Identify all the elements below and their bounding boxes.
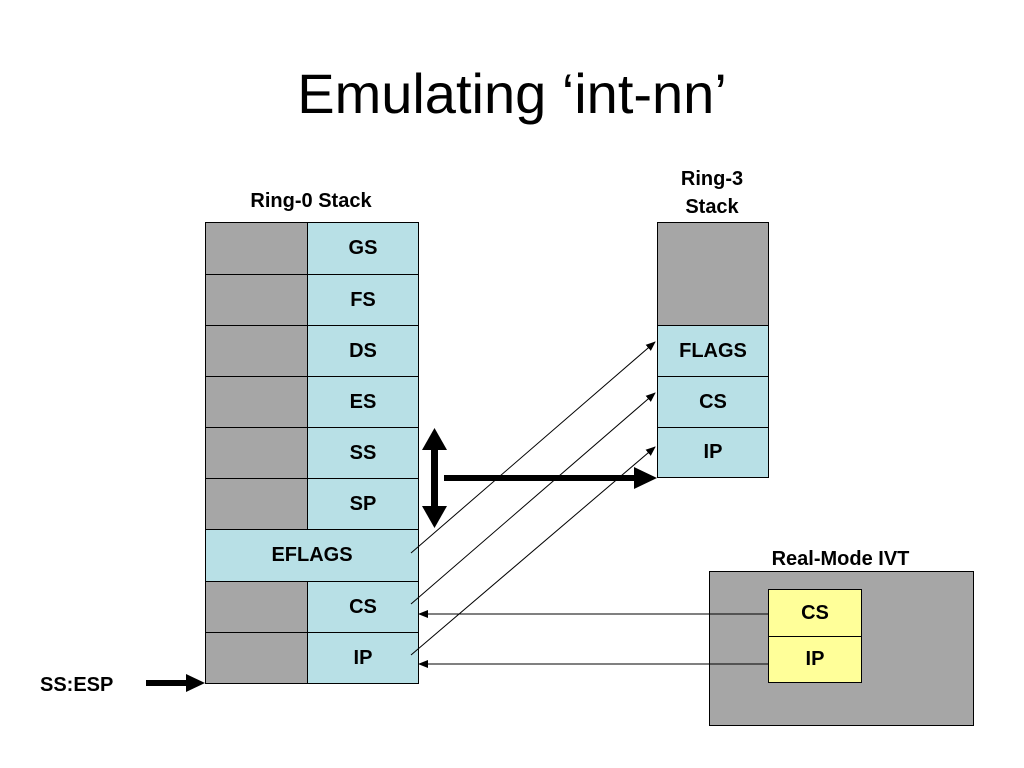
ring0-row-eflags: EFLAGS	[206, 529, 418, 581]
ring0-row-ip: IP	[206, 632, 418, 683]
ring0-row-sp-label: SP	[308, 479, 418, 529]
ring3-row-cs-label: CS	[658, 377, 768, 427]
ss-esp-label: SS:ESP	[40, 674, 114, 696]
ring0-row-cs-label: CS	[308, 582, 418, 632]
ring0-stack-heading: Ring-0 Stack	[250, 190, 372, 212]
ring0-row-fs-label: FS	[308, 275, 418, 325]
ring0-row-gs: GS	[206, 223, 418, 274]
arrow-eflags-to-flags	[410, 341, 656, 554]
ring3-row-empty	[658, 223, 768, 325]
ivt-row-cs-label: CS	[769, 590, 861, 636]
ring3-row-cs: CS	[658, 376, 768, 427]
ring0-row-gs-label: GS	[308, 223, 418, 274]
ring0-row-cs-blank	[206, 582, 308, 632]
arrow-ip-to-ip	[410, 446, 656, 656]
slide-title: Emulating ‘int-nn’	[297, 62, 727, 125]
ring0-stack: GS FS DS ES SS SP EFLAGS CS IP	[205, 222, 419, 684]
ivt-entries: CS IP	[768, 589, 862, 683]
ring0-row-gs-blank	[206, 223, 308, 274]
ss-sp-to-ring3-arrow	[444, 467, 657, 489]
ring3-stack: FLAGS CS IP	[657, 222, 769, 478]
ring0-row-sp-blank	[206, 479, 308, 529]
ring0-row-eflags-label: EFLAGS	[206, 530, 418, 581]
ring3-stack-heading-line2: Stack	[685, 196, 739, 218]
ss-sp-double-arrow	[422, 428, 447, 528]
ring0-row-fs: FS	[206, 274, 418, 325]
ring0-row-fs-blank	[206, 275, 308, 325]
ring0-row-cs: CS	[206, 581, 418, 632]
ring0-row-es-blank	[206, 377, 308, 427]
ring3-row-ip-label: IP	[658, 428, 768, 477]
ring3-row-flags: FLAGS	[658, 325, 768, 376]
ivt-row-ip: IP	[769, 636, 861, 682]
ring0-row-ds-blank	[206, 326, 308, 376]
ring0-row-ds-label: DS	[308, 326, 418, 376]
ring0-row-es: ES	[206, 376, 418, 427]
ring0-row-ss: SS	[206, 427, 418, 478]
ring0-row-ss-blank	[206, 428, 308, 478]
ring0-row-ip-label: IP	[308, 633, 418, 683]
ring3-row-ip: IP	[658, 427, 768, 477]
ss-esp-arrow	[146, 674, 205, 692]
ivt-row-ip-label: IP	[769, 637, 861, 682]
ivt-row-cs: CS	[769, 590, 861, 636]
ring3-row-flags-label: FLAGS	[658, 326, 768, 376]
ring0-row-es-label: ES	[308, 377, 418, 427]
ring0-row-ds: DS	[206, 325, 418, 376]
ring3-stack-heading-line1: Ring-3	[680, 168, 744, 190]
ivt-heading: Real-Mode IVT	[771, 548, 910, 570]
ring0-row-ip-blank	[206, 633, 308, 683]
ring3-row-empty-blank	[658, 223, 768, 325]
arrow-cs-to-cs	[410, 392, 656, 605]
ring0-row-sp: SP	[206, 478, 418, 529]
ring0-row-ss-label: SS	[308, 428, 418, 478]
